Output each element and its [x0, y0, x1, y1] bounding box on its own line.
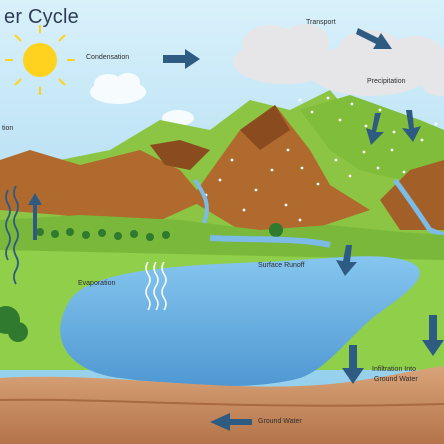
label-transport: Transport — [306, 19, 336, 26]
mountain-left — [0, 150, 205, 225]
rain-icon — [204, 96, 438, 222]
label-evaporation: Evaporation — [78, 280, 116, 287]
mountain-shadow — [240, 105, 290, 150]
label-infiltration-line1: Infiltration Into — [372, 366, 416, 373]
tree-icon — [0, 223, 283, 342]
label-transpiration: tion — [2, 125, 14, 132]
arrow-icon — [28, 28, 444, 431]
vapor-icon — [145, 261, 167, 311]
river — [209, 235, 331, 248]
diagram-title: er Cycle — [4, 6, 79, 28]
right-river — [392, 178, 444, 238]
label-precipitation: Precipitation — [367, 78, 406, 85]
mountain-center — [190, 105, 370, 230]
sun-icon — [5, 25, 75, 95]
ground-water-layer — [0, 398, 444, 407]
label-ground-water: Ground Water — [258, 418, 302, 425]
rain-cloud-icon — [233, 24, 444, 96]
lake — [60, 256, 420, 387]
transpiration-vapor-icon — [5, 185, 19, 285]
mountain-ridge — [150, 140, 210, 170]
label-condensation: Condensation — [86, 54, 130, 61]
label-surface-runoff: Surface Runoff — [258, 262, 305, 269]
cloud-icon — [90, 73, 194, 126]
mountain-right — [380, 160, 444, 230]
label-infiltration-line2: Ground Water — [374, 376, 418, 383]
